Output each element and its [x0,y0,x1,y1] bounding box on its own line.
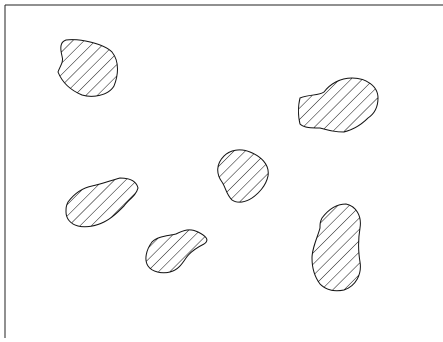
hatched-region-bottom-right [312,204,360,291]
hatched-region-center [218,150,269,202]
hatched-region-top-left [58,40,118,97]
hatched-region-left [66,178,138,227]
hatched-region-bottom-center [146,230,207,273]
hatched-region-top-right [299,78,379,132]
